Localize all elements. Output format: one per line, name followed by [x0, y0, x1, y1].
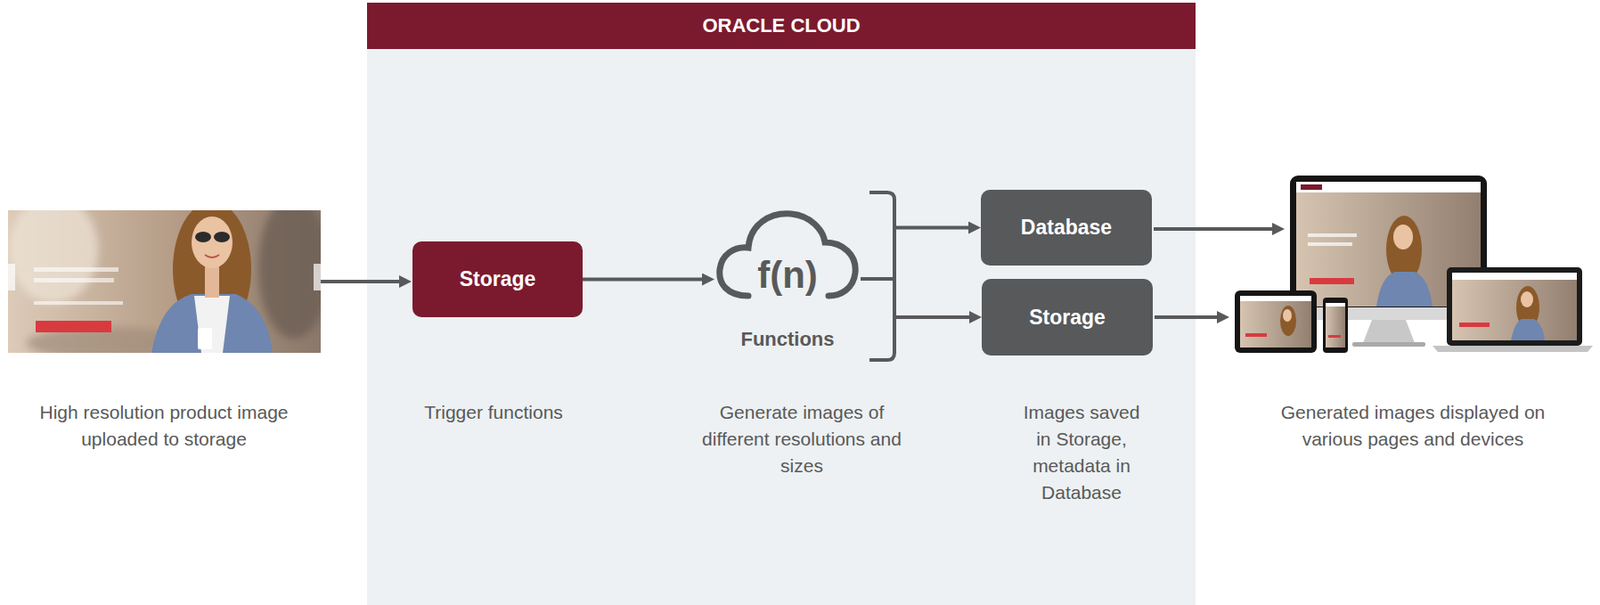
step-caption: Trigger functions [377, 399, 610, 426]
step-caption: Generate images of different resolutions… [690, 399, 914, 480]
box-label: Database [1020, 215, 1112, 240]
flow-connector [582, 277, 708, 282]
step-caption: High resolution product image uploaded t… [8, 399, 320, 453]
flow-connector [860, 228, 974, 280]
panel-header: ORACLE CLOUD [367, 2, 1196, 49]
function-label: Functions [740, 327, 834, 352]
bracket [869, 192, 895, 360]
step-caption: Generated images displayed on various pa… [1248, 399, 1578, 453]
storage-box: Storage [412, 241, 583, 318]
cloud-icon: f(n) [714, 206, 861, 309]
database-box: Database [980, 189, 1152, 266]
step-caption: Images saved in Storage, metadata in Dat… [1017, 399, 1147, 507]
device-mockups [1234, 175, 1593, 353]
product-photo [8, 210, 321, 353]
flow-connector [860, 278, 975, 318]
storage-box: Storage [981, 278, 1153, 356]
function-symbol: f(n) [757, 206, 818, 294]
box-label: Storage [459, 267, 537, 292]
functions-node: f(n) Functions [714, 206, 861, 352]
flow-arrows [320, 192, 1278, 360]
cloud-panel: ORACLE CLOUD Storage f(n) Functions Database… [367, 2, 1196, 605]
box-label: Storage [1028, 305, 1106, 330]
